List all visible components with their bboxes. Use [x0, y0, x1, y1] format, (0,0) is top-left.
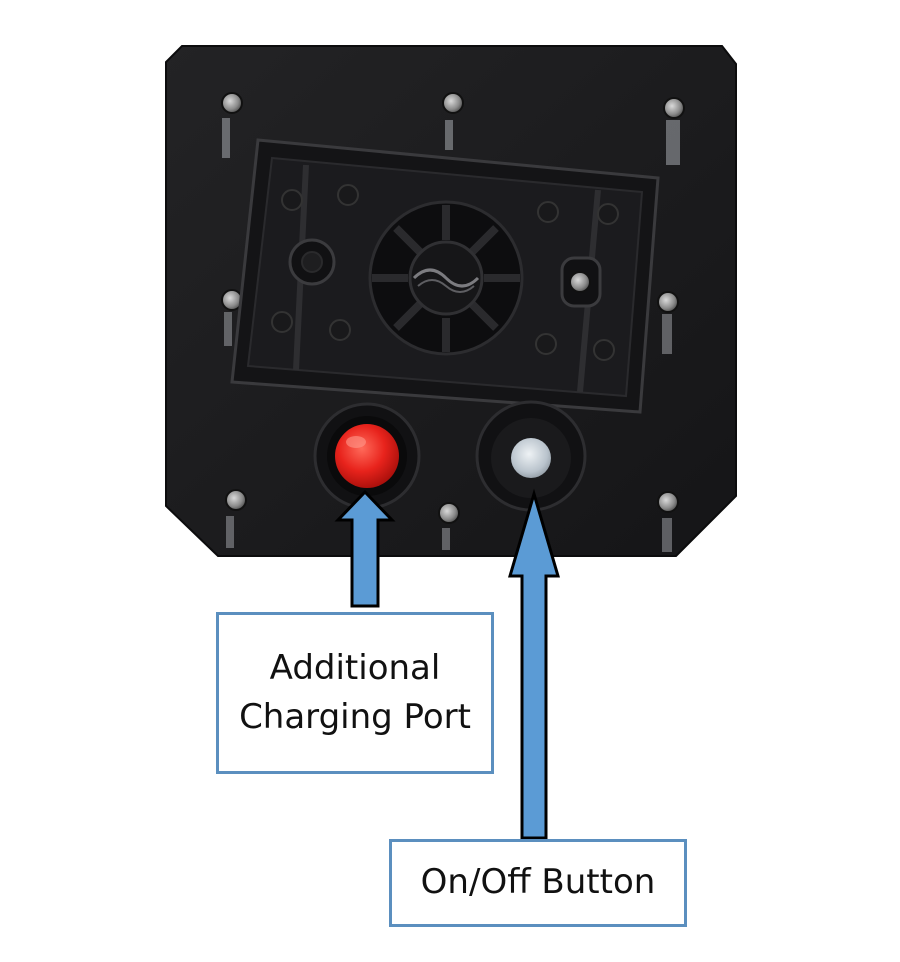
screw [438, 502, 460, 550]
charging-port-callout: Additional Charging Port [216, 612, 494, 774]
screws [221, 92, 685, 552]
onoff-button[interactable] [475, 400, 587, 512]
screw [657, 491, 679, 552]
onoff-button-callout: On/Off Button [389, 839, 687, 927]
screw [657, 291, 679, 354]
screw [442, 92, 464, 150]
onoff-button-label: On/Off Button [420, 862, 656, 903]
charging-port-label-line1: Additional [269, 647, 441, 688]
speaker-grille [368, 200, 524, 356]
screw [221, 92, 243, 158]
screw [225, 489, 247, 548]
charging-port[interactable] [313, 402, 421, 510]
arrow-to-onoff-button [507, 488, 561, 840]
charging-port-label: Additional Charging Port [239, 644, 471, 743]
charging-port-label-line2: Charging Port [239, 697, 471, 737]
screw [663, 97, 685, 165]
arrow-to-charging-port [334, 489, 396, 608]
